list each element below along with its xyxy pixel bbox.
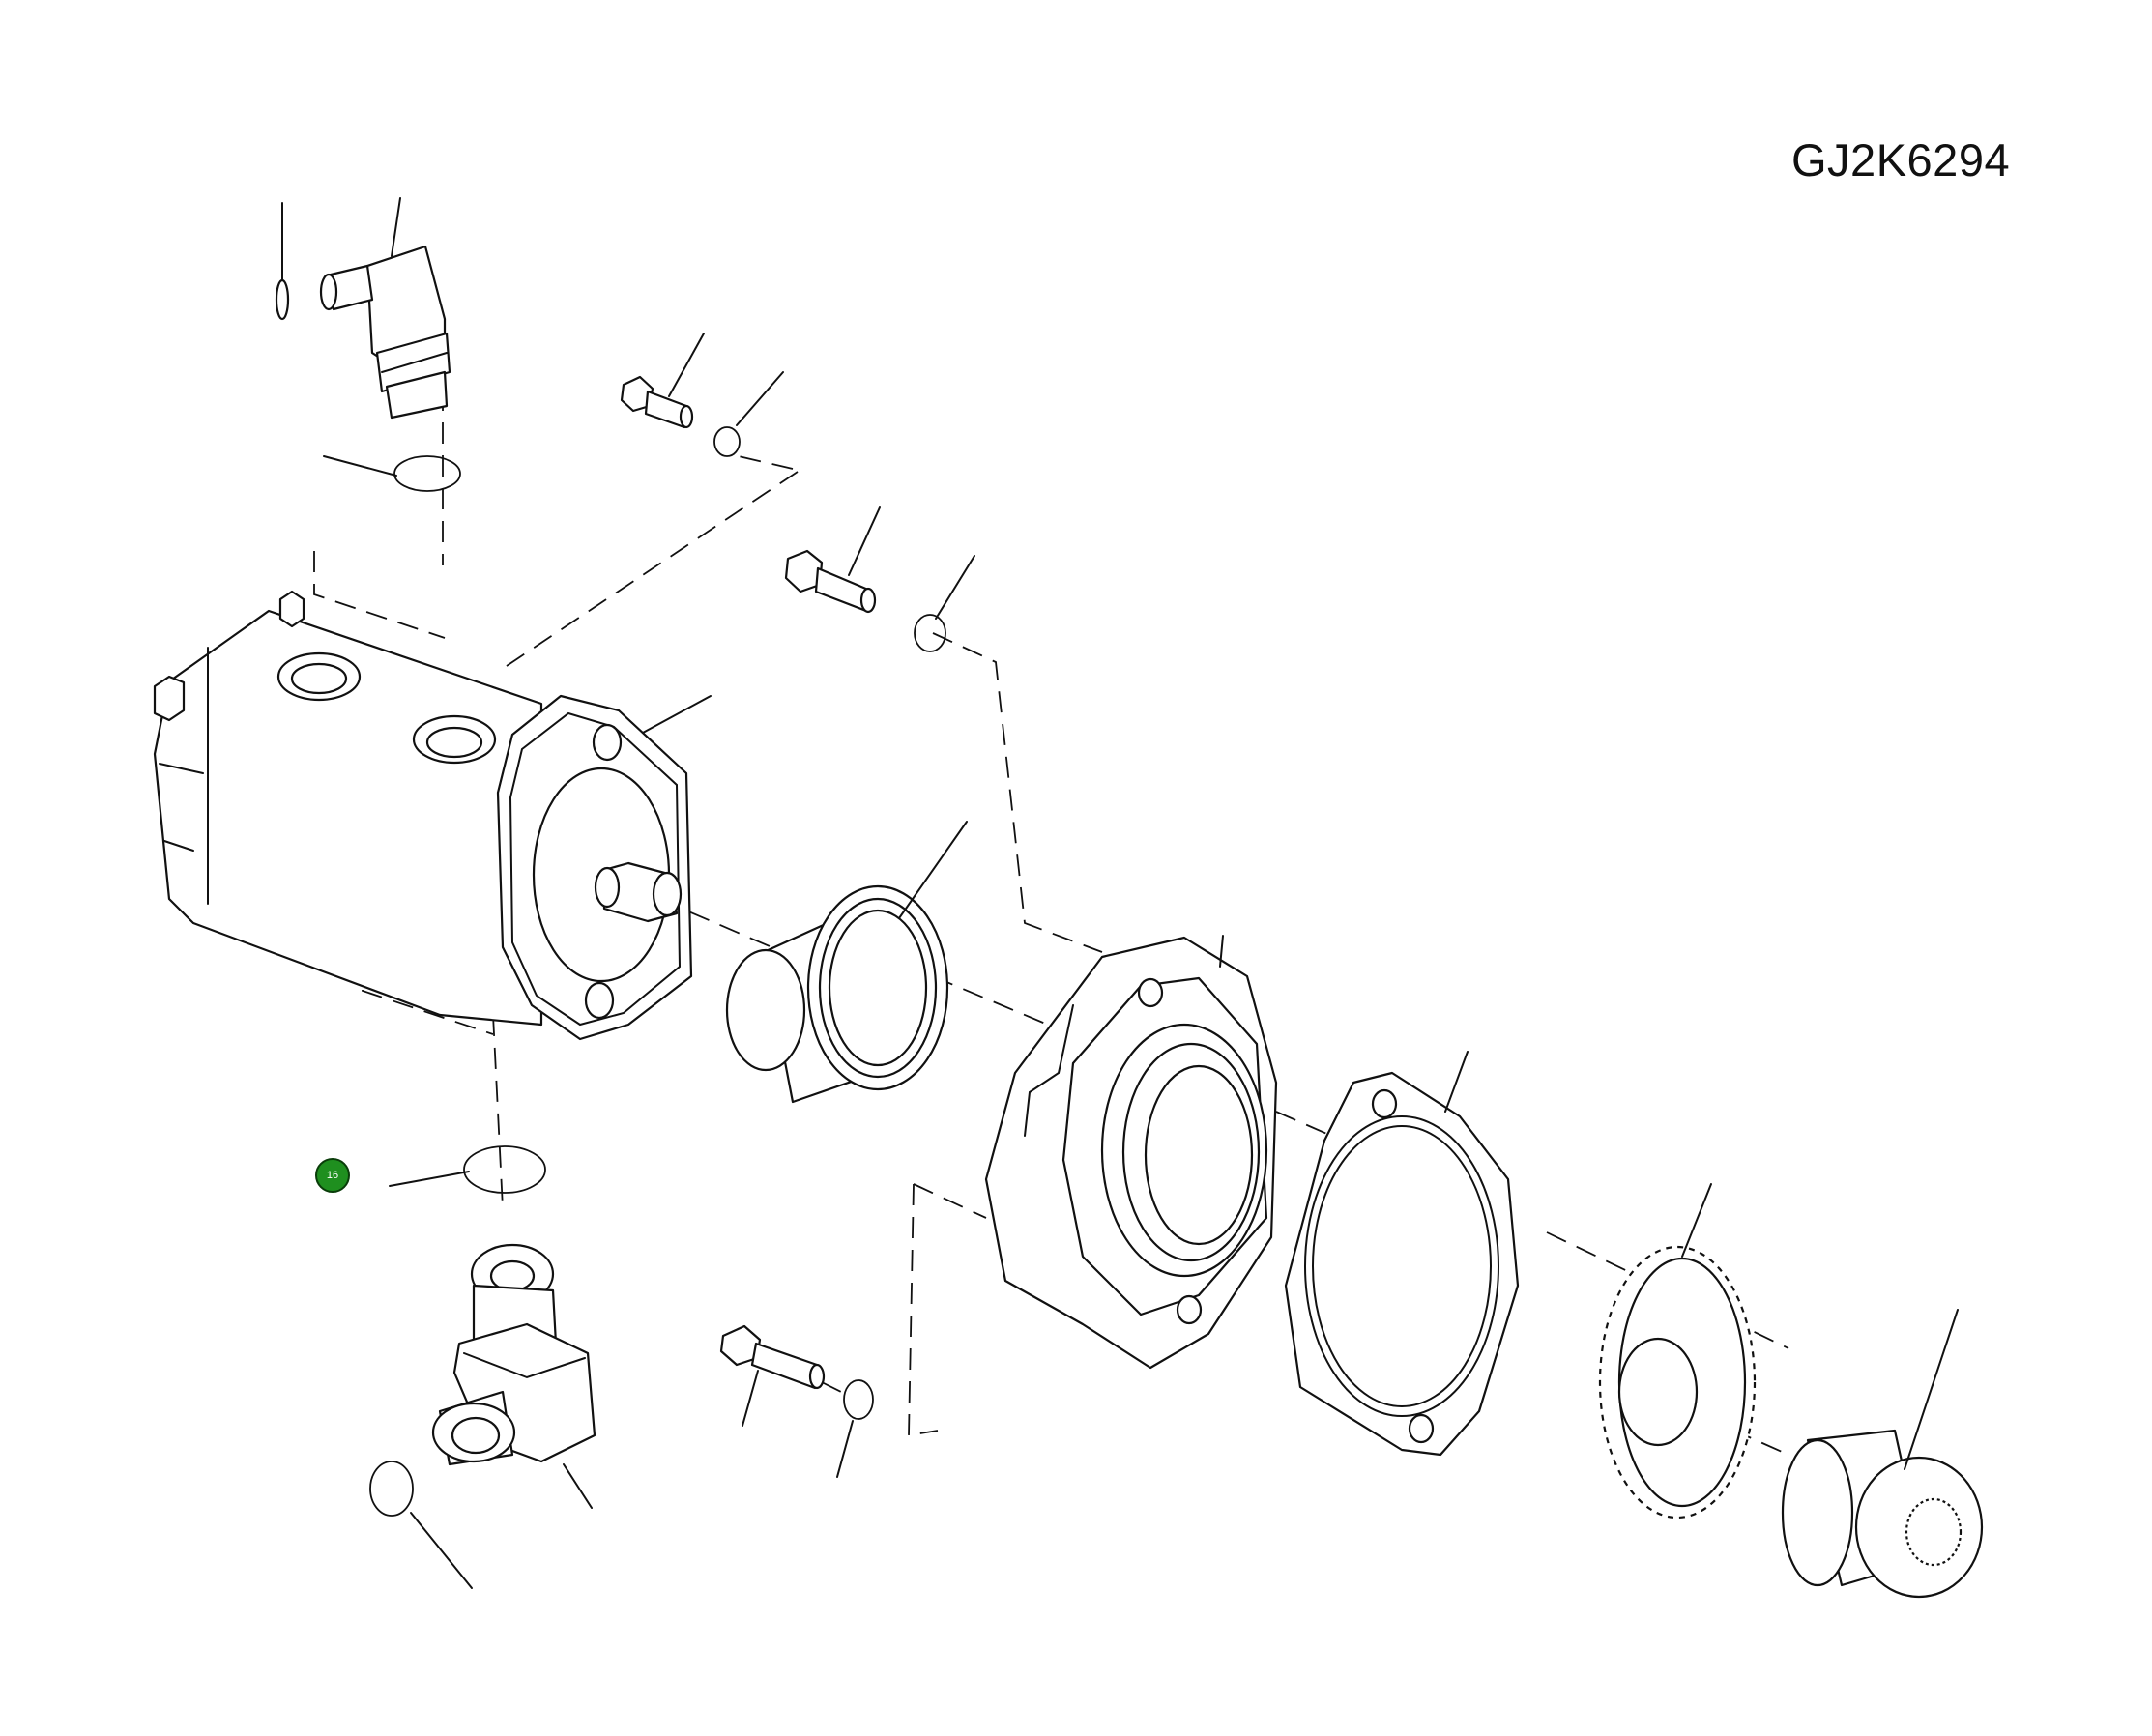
o-ring-bottom[interactable] — [369, 1461, 414, 1517]
o-ring-16[interactable] — [463, 1145, 546, 1194]
spline-sleeve[interactable] — [1781, 1429, 1984, 1599]
bearing[interactable] — [725, 884, 949, 1104]
drawing-id: GJ2K6294 — [1791, 134, 2011, 186]
leader-lines — [281, 197, 1959, 1589]
elbow-fitting-top[interactable] — [319, 245, 451, 420]
hydraulic-pump-body[interactable] — [153, 590, 693, 1041]
o-ring-small-top[interactable] — [275, 278, 290, 321]
bolt-middle[interactable] — [784, 549, 877, 614]
washer-middle[interactable] — [914, 614, 946, 652]
gasket[interactable] — [1284, 1071, 1520, 1457]
bolt-bottom[interactable] — [719, 1324, 826, 1390]
washer-bottom[interactable] — [843, 1379, 874, 1420]
o-ring-upper-port[interactable] — [393, 455, 461, 492]
washer-top[interactable] — [713, 426, 741, 457]
callout-16[interactable]: 16 — [315, 1158, 350, 1193]
elbow-fitting-bottom[interactable] — [431, 1243, 596, 1466]
gear[interactable] — [1598, 1245, 1757, 1519]
bolt-top[interactable] — [620, 375, 694, 429]
adapter-housing[interactable] — [984, 936, 1278, 1370]
callout-label: 16 — [326, 1170, 339, 1181]
